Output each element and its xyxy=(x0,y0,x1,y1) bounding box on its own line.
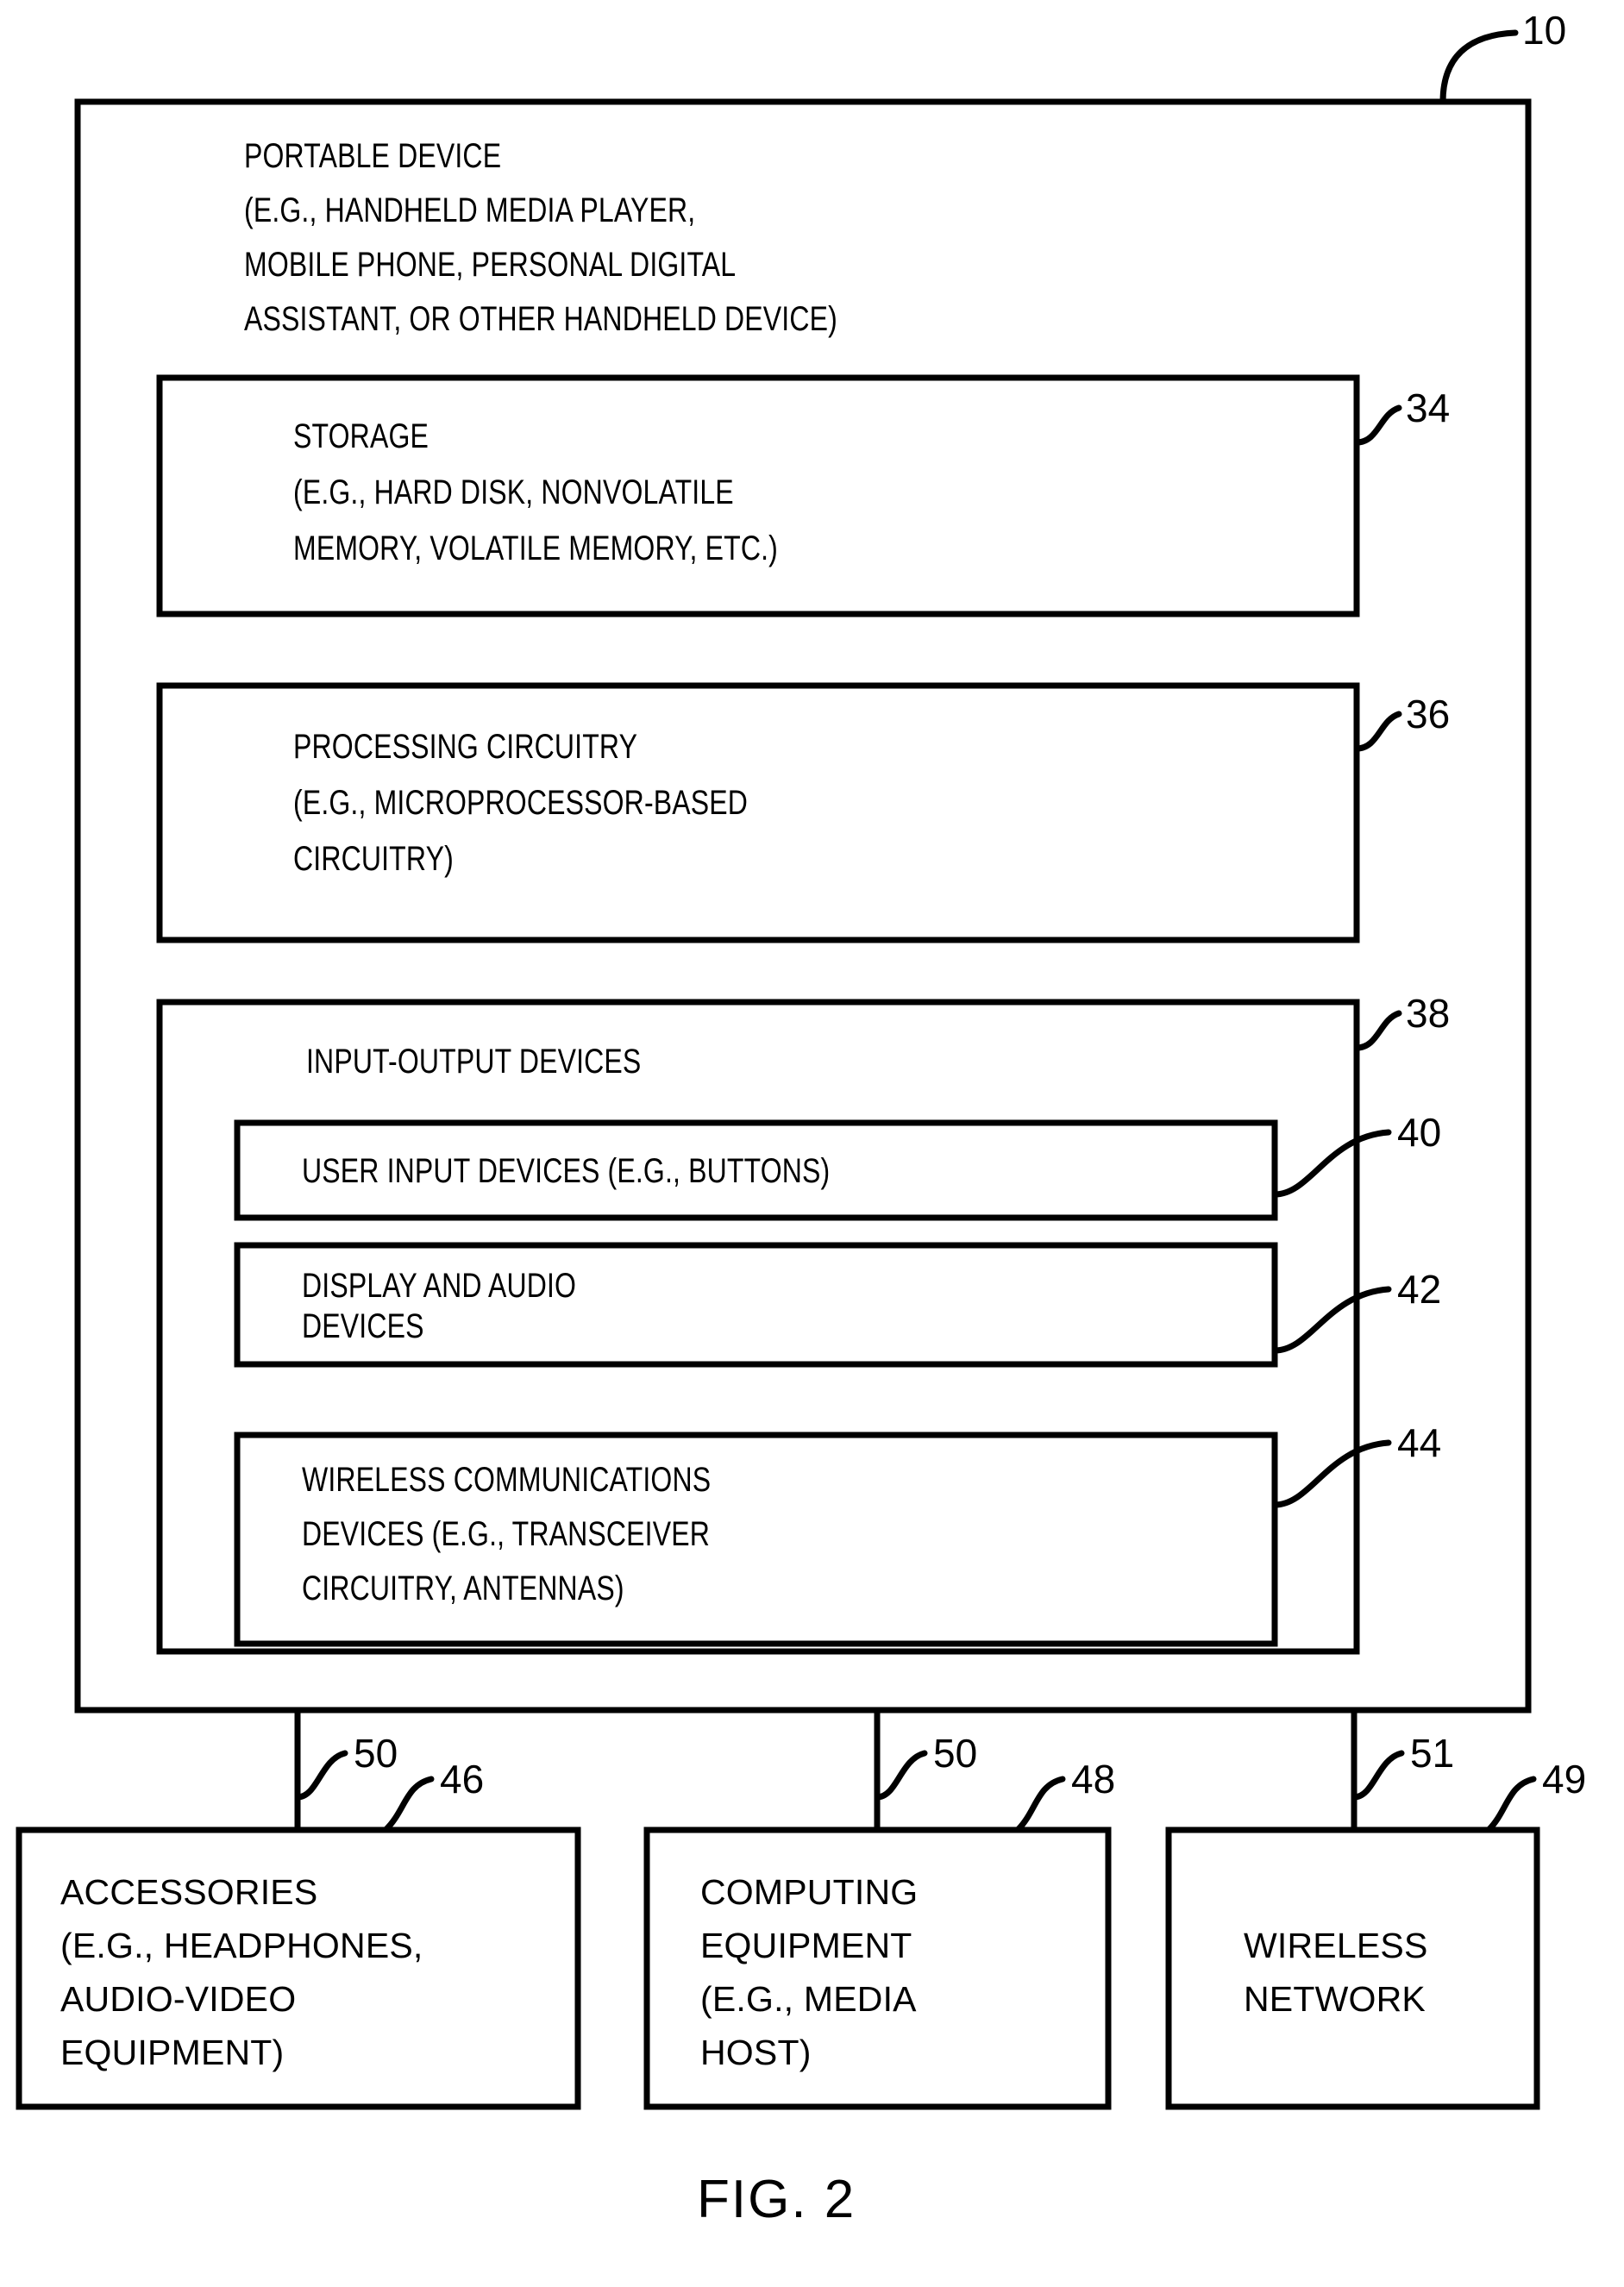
reference-numeral-36: 36 xyxy=(1406,692,1451,736)
storage-label-line-1: STORAGE xyxy=(293,417,430,455)
leader-line-50-computing xyxy=(874,1750,928,1801)
computing-equipment-label-line-4: HOST) xyxy=(700,2033,812,2072)
leader-line-49 xyxy=(1485,1776,1537,1833)
reference-numeral-42: 42 xyxy=(1397,1267,1442,1312)
computing-equipment-label-line-3: (E.G., MEDIA xyxy=(700,1979,917,2019)
leader-line-10 xyxy=(1439,29,1519,105)
reference-numeral-51: 51 xyxy=(1410,1731,1455,1776)
reference-numeral-40: 40 xyxy=(1397,1110,1442,1155)
reference-numeral-50-accessories: 50 xyxy=(354,1731,398,1776)
accessories-label-line-4: EQUIPMENT) xyxy=(60,2033,285,2072)
portable-device-title-line-3: MOBILE PHONE, PERSONAL DIGITAL xyxy=(244,246,737,284)
leader-line-46 xyxy=(382,1776,435,1833)
processing-circuitry-box xyxy=(156,682,1360,943)
figure-caption: FIG. 2 xyxy=(697,2170,856,2229)
leader-line-50-accessories xyxy=(294,1750,348,1801)
wireless-network-label-line-1: WIRELESS xyxy=(1244,1926,1428,1965)
processing-label-line-2: (E.G., MICROPROCESSOR-BASED xyxy=(293,784,749,822)
leader-line-36 xyxy=(1353,711,1402,752)
wireless-communications-label-line-3: CIRCUITRY, ANTENNAS) xyxy=(302,1570,624,1607)
wireless-communications-label-line-2: DEVICES (E.G., TRANSCEIVER xyxy=(302,1515,711,1553)
wireless-network-label-line-2: NETWORK xyxy=(1244,1979,1426,2019)
reference-numeral-44: 44 xyxy=(1397,1420,1442,1465)
user-input-devices-label: USER INPUT DEVICES (E.G., BUTTONS) xyxy=(302,1152,831,1190)
portable-device-box xyxy=(74,98,1532,1714)
accessories-label-line-3: AUDIO-VIDEO xyxy=(60,1979,297,2019)
portable-device-title-line-2: (E.G., HANDHELD MEDIA PLAYER, xyxy=(244,191,696,229)
leader-line-44 xyxy=(1271,1439,1392,1508)
wireless-communications-devices-box xyxy=(234,1432,1278,1647)
reference-numeral-46: 46 xyxy=(440,1757,485,1801)
wireless-communications-label-line-1: WIRELESS COMMUNICATIONS xyxy=(302,1461,712,1499)
processing-label-line-1: PROCESSING CIRCUITRY xyxy=(293,728,638,766)
storage-box xyxy=(156,374,1360,617)
computing-equipment-label-line-2: EQUIPMENT xyxy=(700,1926,912,1965)
leader-line-42 xyxy=(1271,1286,1392,1354)
user-input-devices-box xyxy=(234,1119,1278,1221)
accessories-label-line-1: ACCESSORIES xyxy=(60,1872,318,1912)
display-audio-devices-box xyxy=(234,1242,1278,1368)
reference-numeral-49: 49 xyxy=(1542,1757,1587,1801)
leader-line-48 xyxy=(1014,1776,1066,1833)
input-output-devices-label: INPUT-OUTPUT DEVICES xyxy=(306,1043,642,1081)
display-audio-devices-label-line-1: DISPLAY AND AUDIO xyxy=(302,1267,577,1305)
leader-line-51 xyxy=(1351,1750,1405,1801)
storage-label-line-2: (E.G., HARD DISK, NONVOLATILE xyxy=(293,473,734,511)
leader-line-40 xyxy=(1271,1129,1392,1198)
leader-line-38 xyxy=(1353,1010,1402,1051)
display-audio-devices-label-line-2: DEVICES xyxy=(302,1307,424,1345)
reference-numeral-34: 34 xyxy=(1406,385,1451,430)
processing-label-line-3: CIRCUITRY) xyxy=(293,840,454,878)
reference-numeral-38: 38 xyxy=(1406,991,1451,1036)
leader-line-34 xyxy=(1353,404,1402,446)
reference-numeral-10: 10 xyxy=(1522,8,1567,53)
portable-device-title-line-4: ASSISTANT, OR OTHER HANDHELD DEVICE) xyxy=(244,300,837,338)
reference-numeral-48: 48 xyxy=(1071,1757,1116,1801)
reference-numeral-50-computing: 50 xyxy=(933,1731,978,1776)
storage-label-line-3: MEMORY, VOLATILE MEMORY, ETC.) xyxy=(293,529,778,567)
computing-equipment-label-line-1: COMPUTING xyxy=(700,1872,919,1912)
accessories-label-line-2: (E.G., HEADPHONES, xyxy=(60,1926,423,1965)
input-output-devices-box xyxy=(156,999,1360,1655)
portable-device-title-line-1: PORTABLE DEVICE xyxy=(244,137,502,175)
